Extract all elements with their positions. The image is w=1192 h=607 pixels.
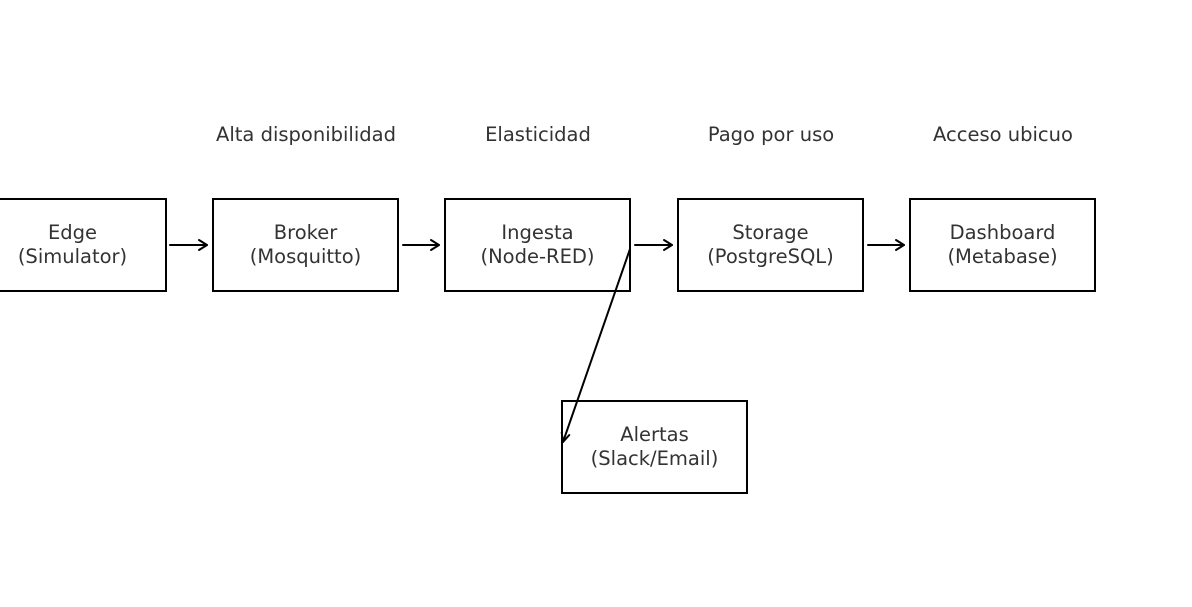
node-storage-tech: (PostgreSQL) <box>707 245 834 268</box>
arrow-storage-to-dashboard <box>867 239 905 251</box>
caption-elasticidad: Elasticidad <box>485 123 591 146</box>
caption-alta-disponibilidad: Alta disponibilidad <box>216 123 396 146</box>
node-storage: Storage (PostgreSQL) <box>677 198 864 292</box>
arrow-edge-to-broker <box>169 239 208 251</box>
node-broker-tech: (Mosquitto) <box>249 245 362 268</box>
node-edge-tech: (Simulator) <box>17 245 128 268</box>
caption-pago-por-uso: Pago por uso <box>707 123 835 146</box>
node-alertas-tech: (Slack/Email) <box>590 447 719 470</box>
node-broker-name: Broker <box>273 221 338 244</box>
arrow-broker-to-ingesta <box>402 239 440 251</box>
node-storage-name: Storage <box>732 221 809 244</box>
node-edge-name: Edge <box>47 221 98 244</box>
node-dashboard-name: Dashboard <box>949 221 1056 244</box>
node-dashboard: Dashboard (Metabase) <box>909 198 1096 292</box>
node-alertas-name: Alertas <box>620 423 689 446</box>
node-ingesta: Ingesta (Node-RED) <box>444 198 631 292</box>
arrow-ingesta-to-storage <box>634 239 673 251</box>
node-ingesta-name: Ingesta <box>501 221 574 244</box>
node-edge: Edge (Simulator) <box>0 198 167 292</box>
node-alertas: Alertas (Slack/Email) <box>561 400 748 494</box>
node-dashboard-tech: (Metabase) <box>947 245 1058 268</box>
node-broker: Broker (Mosquitto) <box>212 198 399 292</box>
node-ingesta-tech: (Node-RED) <box>480 245 595 268</box>
caption-acceso-ubicuo: Acceso ubicuo <box>933 123 1073 146</box>
